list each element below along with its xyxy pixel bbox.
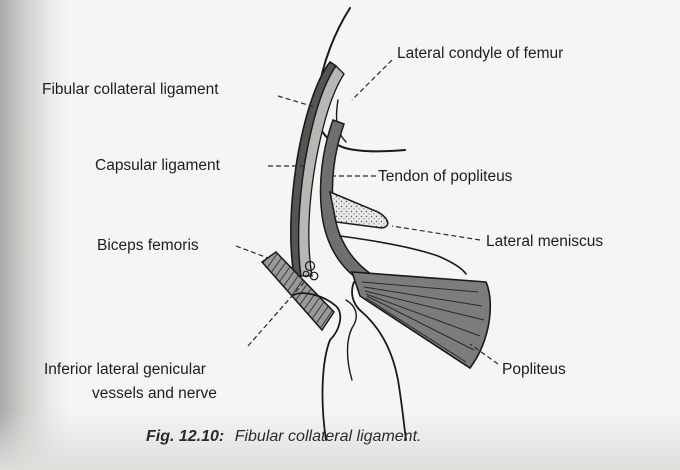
label-inferior-line1: Inferior lateral genicular	[44, 361, 206, 378]
lateral-meniscus	[330, 192, 388, 228]
label-capsular: Capsular ligament	[95, 157, 221, 174]
label-tendon-popliteus: Tendon of popliteus	[378, 168, 513, 185]
label-biceps: Biceps femoris	[97, 237, 199, 254]
caption-number: Fig. 12.10:	[146, 428, 224, 445]
label-fibular-collateral: Fibular collateral ligament	[42, 81, 219, 98]
popliteus-muscle	[352, 272, 490, 368]
fibula-inner	[346, 300, 356, 380]
label-lateral-condyle: Lateral condyle of femur	[397, 45, 563, 62]
figure-caption: Fig. 12.10: Fibular collateral ligament.	[146, 428, 421, 445]
label-lateral-meniscus: Lateral meniscus	[486, 233, 603, 250]
leader-lateral-condyle	[352, 60, 392, 100]
leader-lateral-meniscus	[392, 226, 480, 240]
label-popliteus: Popliteus	[502, 361, 566, 378]
leader-inferior-genicular	[248, 280, 306, 346]
caption-title: Fibular collateral ligament.	[235, 428, 422, 445]
label-inferior-line2: vessels and nerve	[92, 385, 217, 402]
leader-biceps	[236, 246, 268, 258]
